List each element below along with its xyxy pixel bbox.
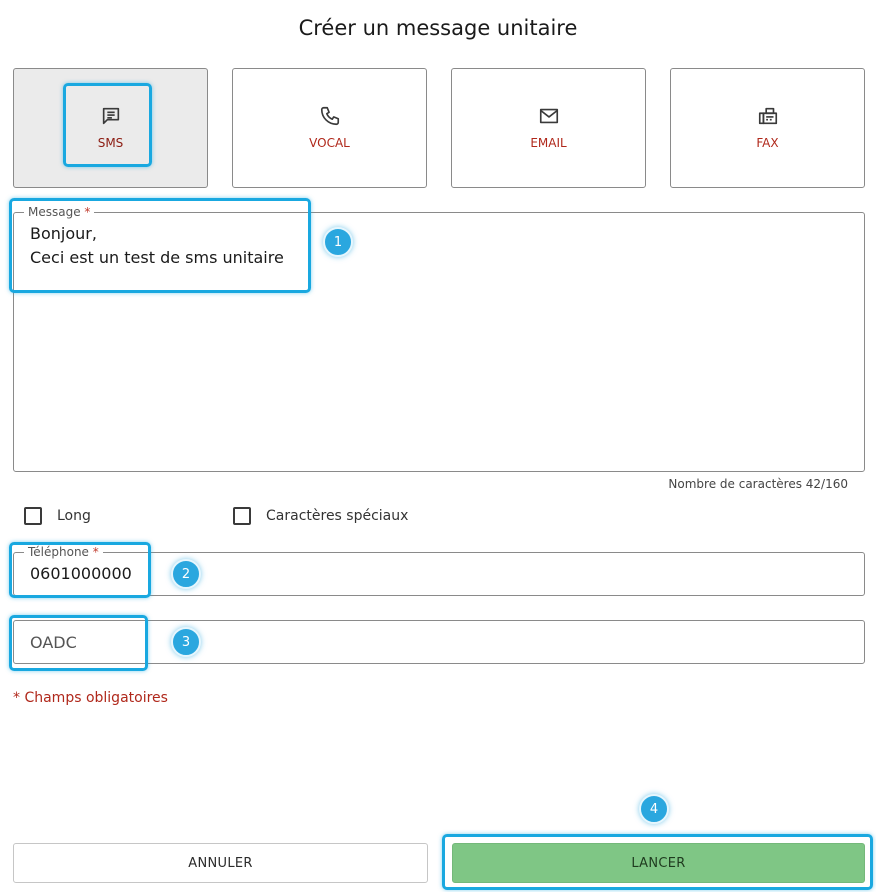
step-badge-1: 1 xyxy=(323,227,353,257)
message-label: Message xyxy=(28,205,81,219)
long-checkbox[interactable] xyxy=(24,507,42,525)
oadc-field[interactable]: OADC xyxy=(13,620,865,664)
channel-email-card[interactable]: EMAIL xyxy=(451,68,646,188)
page-title: Créer un message unitaire xyxy=(298,16,578,40)
channel-vocal-label: VOCAL xyxy=(309,136,350,150)
special-chars-checkbox-label: Caractères spéciaux xyxy=(266,508,409,524)
channel-fax-label: FAX xyxy=(756,136,779,150)
launch-button[interactable]: LANCER xyxy=(452,843,865,883)
required-fields-note: * Champs obligatoires xyxy=(13,690,168,706)
message-textarea[interactable]: Message * Bonjour, Ceci est un test de s… xyxy=(13,205,865,472)
long-checkbox-label: Long xyxy=(57,508,91,524)
phone-icon xyxy=(233,105,426,127)
step-badge-3: 3 xyxy=(171,627,201,657)
envelope-icon xyxy=(452,105,645,127)
message-value: Bonjour, Ceci est un test de sms unitair… xyxy=(30,224,284,267)
step-badge-4: 4 xyxy=(639,794,669,824)
special-chars-checkbox[interactable] xyxy=(233,507,251,525)
cancel-button[interactable]: ANNULER xyxy=(13,843,428,883)
char-count: Nombre de caractères 42/160 xyxy=(668,477,848,491)
telephone-value: 0601000000 xyxy=(30,564,132,583)
telephone-label: Téléphone xyxy=(28,545,89,559)
message-required-mark: * xyxy=(84,205,91,219)
channel-vocal-card[interactable]: VOCAL xyxy=(232,68,427,188)
oadc-placeholder: OADC xyxy=(30,633,77,652)
fax-icon xyxy=(671,105,864,127)
telephone-required-mark: * xyxy=(92,545,99,559)
telephone-field[interactable]: Téléphone * 0601000000 xyxy=(13,545,865,596)
special-chars-checkbox-row[interactable]: Caractères spéciaux xyxy=(233,507,408,525)
step-badge-2: 2 xyxy=(171,559,201,589)
long-checkbox-row[interactable]: Long xyxy=(24,507,91,525)
channel-email-label: EMAIL xyxy=(530,136,567,150)
channel-sms-label: SMS xyxy=(97,136,124,150)
channel-fax-card[interactable]: FAX xyxy=(670,68,865,188)
sms-message-icon xyxy=(14,105,207,127)
channel-sms-card[interactable]: SMS xyxy=(13,68,208,188)
